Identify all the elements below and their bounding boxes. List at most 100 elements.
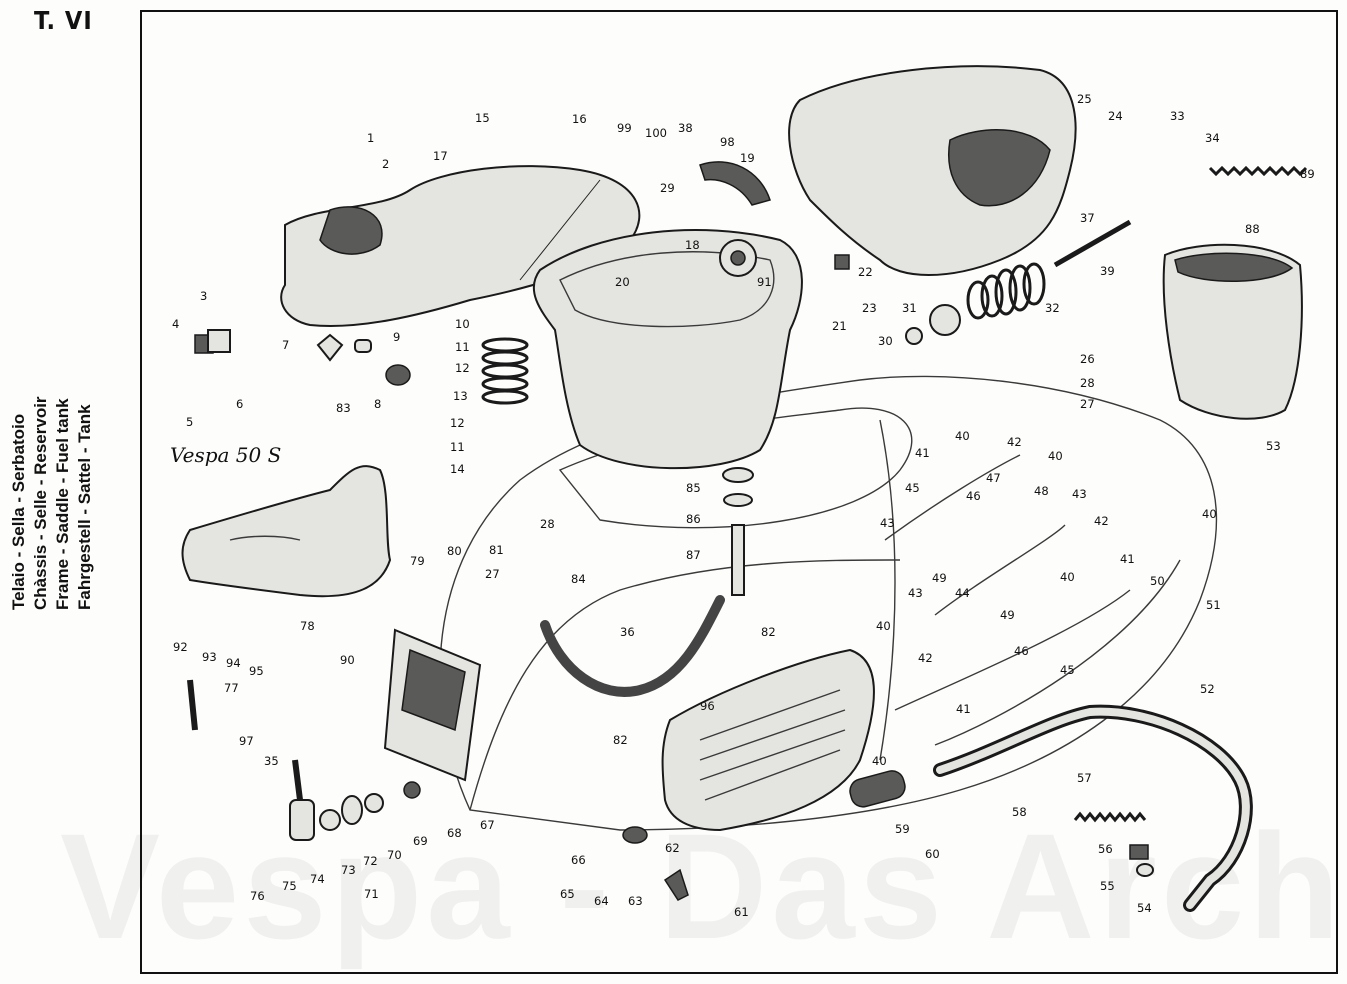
callout-75: 75 xyxy=(282,879,297,893)
callout-64: 64 xyxy=(594,894,609,908)
callout-36: 36 xyxy=(620,625,635,639)
callout-40b: 40 xyxy=(1048,449,1063,463)
callout-44: 44 xyxy=(955,586,970,600)
callout-60: 60 xyxy=(925,847,940,861)
callout-40e: 40 xyxy=(876,619,891,633)
callout-93: 93 xyxy=(202,650,217,664)
callout-49b: 49 xyxy=(1000,608,1015,622)
callout-53: 53 xyxy=(1266,439,1281,453)
callout-59: 59 xyxy=(895,822,910,836)
callout-72: 72 xyxy=(363,854,378,868)
fuel-tap xyxy=(731,524,745,596)
small-hardware xyxy=(187,254,1154,901)
callout-32: 32 xyxy=(1045,301,1060,315)
vespa-logo: Vespa 50 S xyxy=(170,443,281,467)
callout-95: 95 xyxy=(249,664,264,678)
callout-91: 91 xyxy=(757,275,772,289)
callout-54: 54 xyxy=(1137,901,1152,915)
callout-16: 16 xyxy=(572,112,587,126)
callout-41c: 41 xyxy=(956,702,971,716)
callout-96: 96 xyxy=(700,699,715,713)
callout-82b: 82 xyxy=(613,733,628,747)
long-bolt xyxy=(1053,219,1132,268)
nut-30 xyxy=(905,327,923,345)
callout-9: 9 xyxy=(393,330,400,344)
callout-87: 87 xyxy=(686,548,701,562)
callout-66: 66 xyxy=(571,853,586,867)
callout-88: 88 xyxy=(1245,222,1260,236)
callout-20: 20 xyxy=(615,275,630,289)
rear-bumper-highlight xyxy=(936,707,1250,909)
callout-42b: 42 xyxy=(1094,514,1109,528)
fuel-tank xyxy=(532,229,803,470)
callout-94: 94 xyxy=(226,656,241,670)
callout-34: 34 xyxy=(1205,131,1220,145)
callout-23: 23 xyxy=(862,301,877,315)
callout-15: 15 xyxy=(475,111,490,125)
callout-73: 73 xyxy=(341,863,356,877)
callout-35: 35 xyxy=(264,754,279,768)
callout-81: 81 xyxy=(489,543,504,557)
callout-55: 55 xyxy=(1100,879,1115,893)
spring-nut xyxy=(929,304,961,336)
callout-18: 18 xyxy=(685,238,700,252)
callout-29: 29 xyxy=(660,181,675,195)
callout-86: 86 xyxy=(686,512,701,526)
callout-12b: 12 xyxy=(450,416,465,430)
callout-24: 24 xyxy=(1108,109,1123,123)
callout-62: 62 xyxy=(665,841,680,855)
tank-gasket xyxy=(722,467,754,483)
callout-67: 67 xyxy=(480,818,495,832)
callout-77: 77 xyxy=(224,681,239,695)
callout-49a: 49 xyxy=(932,571,947,585)
callout-42c: 42 xyxy=(918,651,933,665)
callout-83: 83 xyxy=(336,401,351,415)
watermark: Vespa - Das Archiv xyxy=(60,802,1347,970)
callout-2: 2 xyxy=(382,157,389,171)
callout-11b: 11 xyxy=(450,440,465,454)
callout-39: 39 xyxy=(1100,264,1115,278)
callout-26: 26 xyxy=(1080,352,1095,366)
callout-40f: 40 xyxy=(872,754,887,768)
callout-8: 8 xyxy=(374,397,381,411)
floor-runners xyxy=(884,454,1181,746)
callout-99: 99 xyxy=(617,121,632,135)
callout-46a: 46 xyxy=(966,489,981,503)
callout-56: 56 xyxy=(1098,842,1113,856)
callout-51: 51 xyxy=(1206,598,1221,612)
callout-48: 48 xyxy=(1034,484,1049,498)
callout-27b: 27 xyxy=(485,567,500,581)
callout-43b: 43 xyxy=(880,516,895,530)
callout-5: 5 xyxy=(186,415,193,429)
callout-98: 98 xyxy=(720,135,735,149)
callout-78: 78 xyxy=(300,619,315,633)
callout-40a: 40 xyxy=(955,429,970,443)
callout-63: 63 xyxy=(628,894,643,908)
callout-92: 92 xyxy=(173,640,188,654)
callout-74: 74 xyxy=(310,872,325,886)
callout-14: 14 xyxy=(450,462,465,476)
callout-82a: 82 xyxy=(761,625,776,639)
callout-45a: 45 xyxy=(905,481,920,495)
callout-3: 3 xyxy=(200,289,207,303)
callout-28a: 28 xyxy=(1080,376,1095,390)
tank-cap xyxy=(699,161,771,206)
callout-70: 70 xyxy=(387,848,402,862)
callout-6: 6 xyxy=(236,397,243,411)
saddle-dual xyxy=(788,65,1077,276)
callout-38: 38 xyxy=(678,121,693,135)
callout-27a: 27 xyxy=(1080,397,1095,411)
callout-33: 33 xyxy=(1170,109,1185,123)
callout-7: 7 xyxy=(282,338,289,352)
callout-40c: 40 xyxy=(1060,570,1075,584)
callout-45b: 45 xyxy=(1060,663,1075,677)
callout-labels: 1 2 3 4 5 6 7 8 9 10 11 11 12 12 13 14 1… xyxy=(172,92,1315,919)
callout-79: 79 xyxy=(410,554,425,568)
callout-47: 47 xyxy=(986,471,1001,485)
callout-50: 50 xyxy=(1150,574,1165,588)
callout-4: 4 xyxy=(172,317,179,331)
callout-43c: 43 xyxy=(908,586,923,600)
callout-1: 1 xyxy=(367,131,374,145)
callout-84: 84 xyxy=(571,572,586,586)
callout-69: 69 xyxy=(413,834,428,848)
